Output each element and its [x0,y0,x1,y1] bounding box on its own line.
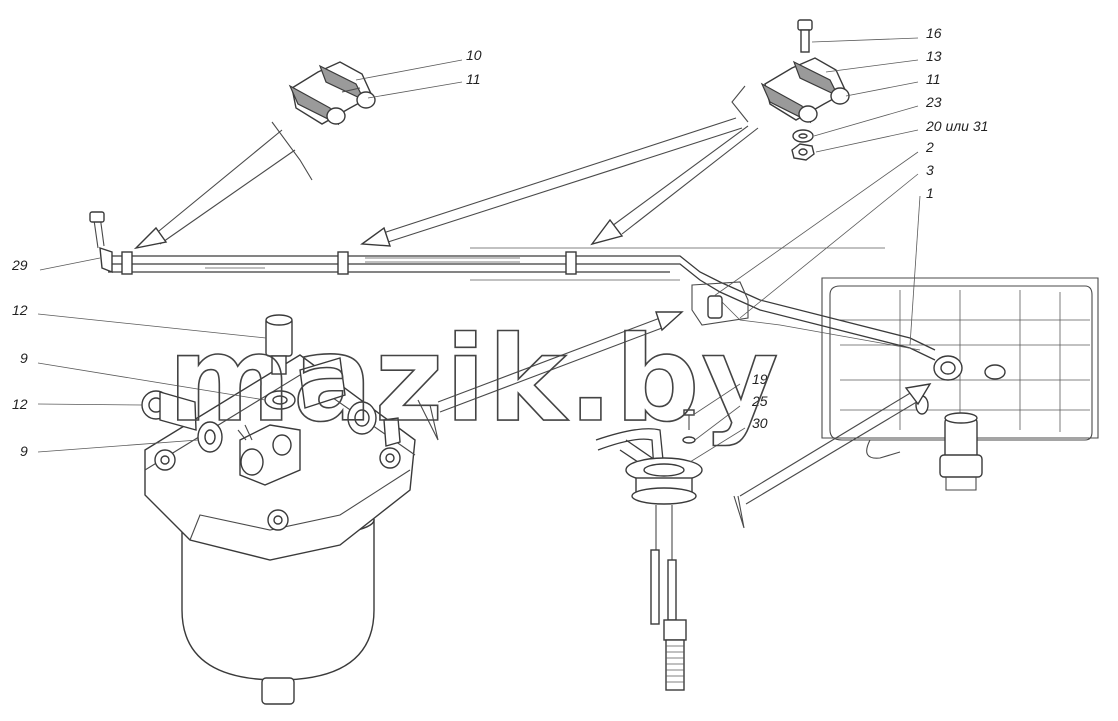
fuel-intake-assembly [595,409,703,691]
callout-11-left: 11 [466,71,481,87]
clamp-assembly-right [760,19,850,161]
leader-lines [37,37,921,463]
callout-30: 30 [752,415,768,431]
fuel-pipe-lines [89,211,936,361]
callout-23: 23 [925,94,942,110]
callout-9-side: 9 [20,443,28,459]
callout-12-side: 12 [12,396,28,412]
callout-1: 1 [926,185,934,201]
callout-3: 3 [926,162,934,178]
callout-11-right: 11 [926,71,941,87]
callout-13: 13 [926,48,942,64]
assembly-arrows [133,85,932,529]
watermark: mazik.by [168,310,780,448]
clamp-assembly-left [288,61,376,126]
callout-labels: 10 11 16 13 11 23 20 или 31 2 3 1 29 12 … [11,25,988,459]
callout-9-top: 9 [20,350,28,366]
fuel-tank [821,277,1099,491]
callout-16: 16 [926,25,942,41]
callout-19: 19 [752,371,768,387]
callout-25: 25 [751,393,768,409]
callout-2: 2 [925,139,934,155]
callout-20-or-31: 20 или 31 [925,118,988,134]
callout-12-top: 12 [12,302,28,318]
callout-10: 10 [466,47,482,63]
fuel-filter [141,314,416,705]
callout-29: 29 [11,257,28,273]
